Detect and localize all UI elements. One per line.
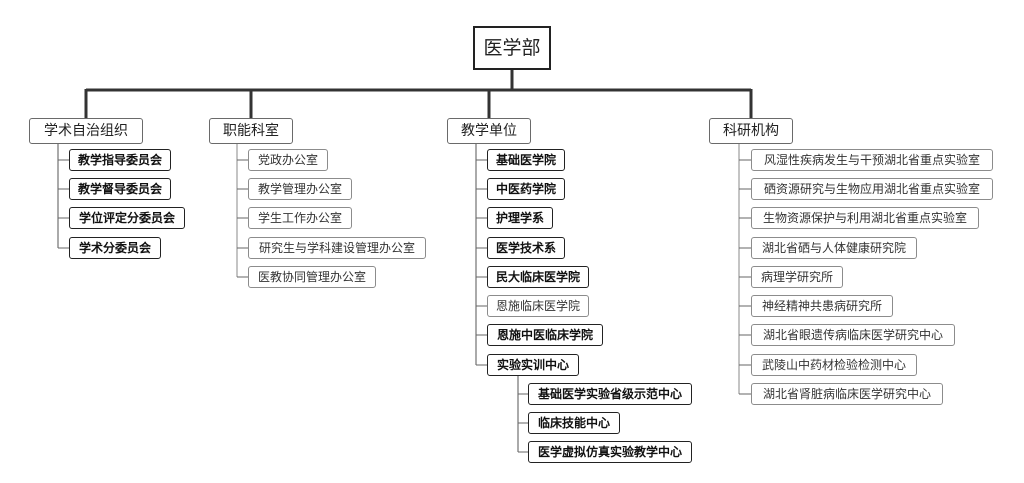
category-functional-offices: 职能科室 xyxy=(209,118,293,144)
unit-node: 实验实训中心 xyxy=(487,354,579,376)
unit-node: 教学管理办公室 xyxy=(248,178,352,200)
unit-node: 医学虚拟仿真实验教学中心 xyxy=(528,441,692,463)
unit-node: 学生工作办公室 xyxy=(248,207,352,229)
unit-node: 湖北省硒与人体健康研究院 xyxy=(751,237,917,259)
unit-node: 护理学系 xyxy=(487,207,553,229)
unit-node: 学位评定分委员会 xyxy=(69,207,185,229)
unit-node: 恩施临床医学院 xyxy=(487,295,589,317)
unit-node: 生物资源保护与利用湖北省重点实验室 xyxy=(751,207,979,229)
unit-node: 教学督导委员会 xyxy=(69,178,171,200)
unit-node: 恩施中医临床学院 xyxy=(487,324,603,346)
root-node: 医学部 xyxy=(473,26,551,70)
unit-node: 学术分委员会 xyxy=(69,237,161,259)
category-research-institutes: 科研机构 xyxy=(709,118,793,144)
unit-node: 中医药学院 xyxy=(487,178,565,200)
category-teaching-units: 教学单位 xyxy=(447,118,531,144)
unit-node: 湖北省眼遗传病临床医学研究中心 xyxy=(751,324,955,346)
unit-node: 武陵山中药材检验检测中心 xyxy=(751,354,917,376)
unit-node: 病理学研究所 xyxy=(751,266,843,288)
unit-node: 教学指导委员会 xyxy=(69,149,171,171)
unit-node: 硒资源研究与生物应用湖北省重点实验室 xyxy=(751,178,993,200)
unit-node: 医教协同管理办公室 xyxy=(248,266,376,288)
unit-node: 民大临床医学院 xyxy=(487,266,589,288)
unit-node: 风湿性疾病发生与干预湖北省重点实验室 xyxy=(751,149,993,171)
unit-node: 党政办公室 xyxy=(248,149,328,171)
unit-node: 临床技能中心 xyxy=(528,412,620,434)
unit-node: 医学技术系 xyxy=(487,237,565,259)
unit-node: 神经精神共患病研究所 xyxy=(751,295,893,317)
unit-node: 基础医学院 xyxy=(487,149,565,171)
unit-node: 研究生与学科建设管理办公室 xyxy=(248,237,426,259)
unit-node: 湖北省肾脏病临床医学研究中心 xyxy=(751,383,943,405)
unit-node: 基础医学实验省级示范中心 xyxy=(528,383,692,405)
category-academic-autonomy: 学术自治组织 xyxy=(29,118,143,144)
